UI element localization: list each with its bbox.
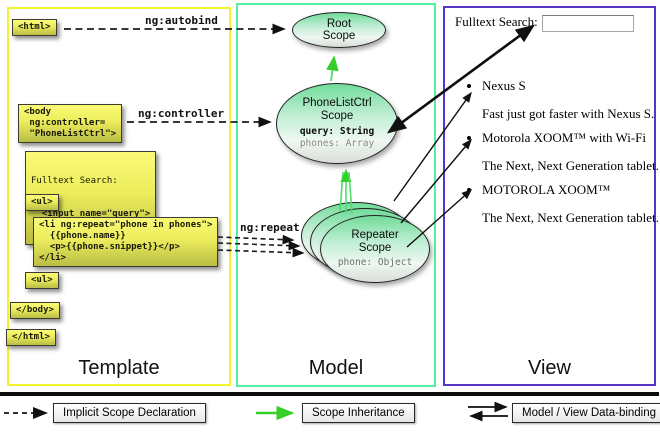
legend-implicit-scope-declaration: Implicit Scope Declaration bbox=[53, 403, 206, 423]
ul-open-tag-box: <ul> bbox=[25, 194, 59, 211]
ng-controller-label: ng:controller bbox=[138, 107, 225, 120]
product-description: The Next, Next Generation tablet. bbox=[482, 158, 659, 173]
ng-repeat-label: ng:repeat bbox=[240, 221, 300, 234]
view-panel-label: View bbox=[528, 357, 571, 379]
legend-separator-line bbox=[0, 392, 659, 396]
product-title: Motorola XOOM™ with Wi-Fi bbox=[482, 130, 647, 145]
list-item: Motorola XOOM™ with Wi-Fi The Next, Next… bbox=[482, 129, 660, 174]
product-description: Fast just got faster with Nexus S. bbox=[482, 106, 655, 121]
html-close-tag-box: </html> bbox=[6, 329, 56, 346]
fulltext-search-input[interactable] bbox=[541, 14, 634, 32]
body-controller-tag-box: <body ng:controller= "PhoneListCtrl"> bbox=[18, 104, 123, 143]
legend-scope-inheritance: Scope Inheritance bbox=[302, 403, 415, 423]
body-close-tag-box: </body> bbox=[10, 302, 60, 319]
model-panel-label: Model bbox=[308, 357, 364, 379]
html-open-tag-box: <html> bbox=[12, 19, 57, 36]
li-ng-repeat-box: <li ng:repeat="phone in phones"> {{phone… bbox=[33, 217, 219, 267]
view-search-row: Fulltext Search: bbox=[455, 13, 634, 32]
model-panel bbox=[236, 3, 436, 387]
fulltext-search-code-label: Fulltext Search: bbox=[31, 176, 118, 186]
root-scope-ellipse: Root Scope bbox=[292, 12, 386, 48]
ul-close-tag-box: <ul> bbox=[25, 272, 59, 289]
product-description: The Next, Next Generation tablet. bbox=[482, 210, 659, 225]
phonelistctrl-scope-props: query: String phones: Array bbox=[300, 126, 374, 150]
input-query-code: <input name="query"> bbox=[31, 209, 151, 219]
phone-property: phone: Object bbox=[337, 257, 413, 268]
root-scope-title: Root Scope bbox=[322, 17, 356, 43]
template-panel-label: Template bbox=[78, 357, 160, 379]
product-title: Nexus S bbox=[482, 78, 526, 93]
phones-property: phones: Array bbox=[299, 138, 375, 149]
fulltext-search-label: Fulltext Search: bbox=[455, 14, 538, 29]
ng-autobind-label: ng:autobind bbox=[145, 14, 218, 27]
legend-model-view-data-binding: Model / View Data-binding bbox=[512, 403, 660, 423]
query-property: query: String bbox=[299, 126, 375, 137]
repeater-scope-ellipse-front: Repeater Scope phone: Object bbox=[320, 215, 430, 283]
phonelistctrl-scope-title: PhoneListCtrl Scope bbox=[302, 97, 372, 122]
view-product-list: Nexus S Fast just got faster with Nexus … bbox=[468, 77, 660, 233]
repeater-scope-title: Repeater Scope bbox=[351, 229, 399, 254]
list-item: Nexus S Fast just got faster with Nexus … bbox=[482, 77, 660, 122]
phonelistctrl-scope-ellipse: PhoneListCtrl Scope query: String phones… bbox=[276, 83, 398, 164]
list-item: MOTOROLA XOOM™ The Next, Next Generation… bbox=[482, 181, 660, 226]
product-title: MOTOROLA XOOM™ bbox=[482, 182, 611, 197]
legend-double-arrow-icon bbox=[468, 401, 508, 422]
